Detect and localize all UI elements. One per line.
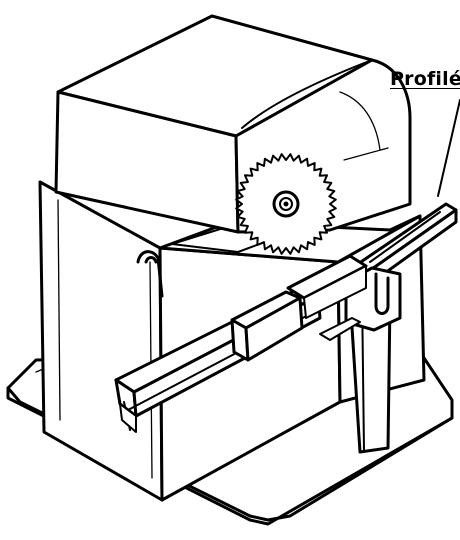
profile-rail — [350, 202, 458, 290]
guide-post — [344, 266, 402, 454]
callout-label: Profilé — [390, 68, 460, 90]
motor-housing — [54, 14, 412, 234]
callout-leader — [437, 99, 460, 197]
saw-blade — [235, 153, 337, 255]
carriage-block — [230, 254, 368, 362]
side-handle — [136, 250, 164, 298]
